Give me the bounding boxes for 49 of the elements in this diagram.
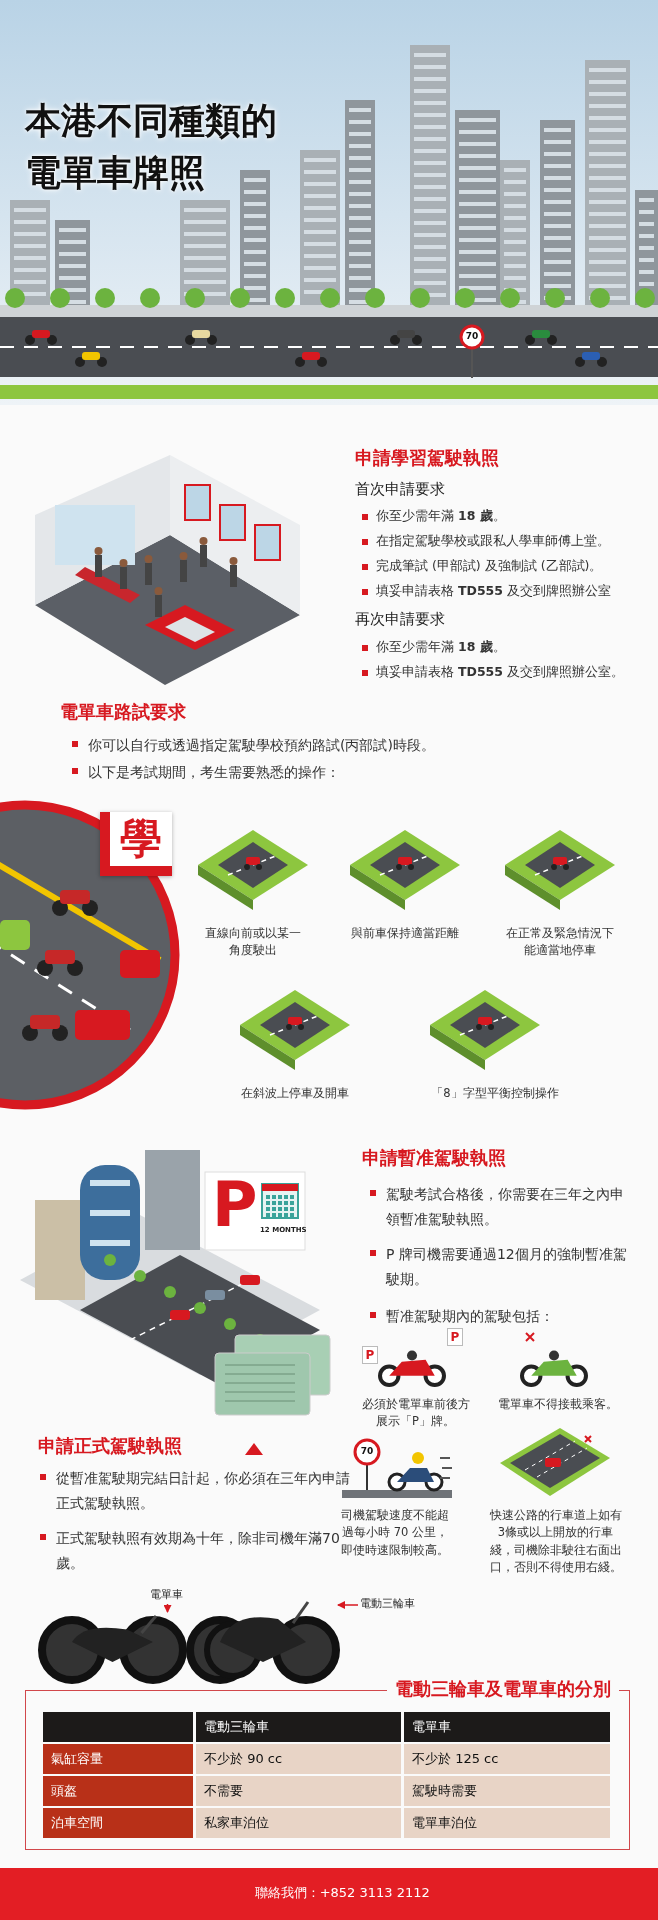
bullet-text: 你至少需年滿 18 歲。	[360, 637, 658, 657]
bullet-text: 你至少需年滿 18 歲。	[360, 506, 658, 526]
bullet-text: P 牌司機需要通過12個月的強制暫准駕駛期。	[368, 1242, 631, 1291]
bullet-text: 在指定駕駛學校或跟私人學車師傅上堂。	[360, 531, 658, 551]
table-cell: 電單車泊位	[404, 1808, 610, 1838]
table-cell: 不少於 125 cc	[404, 1744, 610, 1774]
p-plate: P	[447, 1328, 463, 1346]
bullet-text: 駕駛考試合格後，你需要在三年之內申領暫准駕駛執照。	[368, 1182, 631, 1231]
caption: 必須於電單車前後方展示「P」牌。	[360, 1396, 471, 1431]
contact-text: 聯絡我們 : +852 3113 2112	[255, 1884, 431, 1902]
p-plate: P	[362, 1346, 378, 1364]
table-cell: 私家車泊位	[196, 1808, 401, 1838]
pointer-label: 電動三輪車	[360, 1597, 415, 1612]
section-heading: 電單車路試要求	[60, 700, 187, 724]
caption: 在斜波上停車及開車	[240, 1085, 350, 1102]
table-cell: 不需要	[196, 1776, 401, 1806]
pointer-label: 電單車	[150, 1588, 183, 1603]
caption: 直線向前或以某一角度駛出	[204, 925, 302, 960]
column-header: 電動三輪車	[196, 1712, 401, 1742]
row-header: 氣缸容量	[43, 1744, 193, 1774]
section-heading: 申請正式駕駛執照	[38, 1434, 183, 1458]
caption: 「8」字型平衡控制操作	[430, 1085, 560, 1102]
pointer-arrow	[337, 1601, 359, 1609]
caption: 快速公路的行車道上如有3條或以上開放的行車綫，司機除非駛往右面出口，否則不得使用右綫。	[488, 1507, 623, 1576]
bullet-text: 完成筆試 (甲部試) 及強制試 (乙部試)。	[360, 556, 658, 576]
bullet-text: 填妥申請表格 TD555 及交到牌照辦公室。	[360, 662, 658, 682]
table-cell: 不少於 90 cc	[196, 1744, 401, 1774]
l-plate: 學	[100, 812, 172, 876]
subheading: 再次申請要求	[355, 609, 446, 630]
caption: 與前車保持適當距離	[350, 925, 460, 942]
bullet-text: 暫准駕駛期內的駕駛包括：	[368, 1304, 646, 1329]
sign-number: 70	[464, 330, 480, 343]
motorcycle-drawing	[40, 1612, 185, 1682]
subheading: 首次申請要求	[355, 479, 446, 500]
section-heading: 申請學習駕駛執照	[355, 446, 500, 470]
title: 本港不同種類的電單車牌照	[25, 99, 278, 196]
caption: 電單車不得接載乘客。	[496, 1396, 619, 1413]
row-header: 頭盔	[43, 1776, 193, 1806]
pointer-arrow	[163, 1603, 172, 1613]
p-letter: P	[212, 1168, 259, 1243]
bullet-text: 填妥申請表格 TD555 及交到牌照辦公室	[360, 581, 658, 601]
column-header: 電單車	[404, 1712, 610, 1742]
bullet-text: 你可以自行或透過指定駕駛學校預約路試(丙部試)時段。	[70, 733, 648, 758]
table-cell: 駕駛時需要	[404, 1776, 610, 1806]
sign-number: 70	[359, 1445, 375, 1458]
bullet-text: 以下是考試期間，考生需要熟悉的操作：	[70, 760, 648, 785]
row-header: 泊車空間	[43, 1808, 193, 1838]
caption: 在正常及緊急情況下能適當地停車	[505, 925, 615, 960]
section-heading: 申請暫准駕駛執照	[362, 1146, 507, 1170]
